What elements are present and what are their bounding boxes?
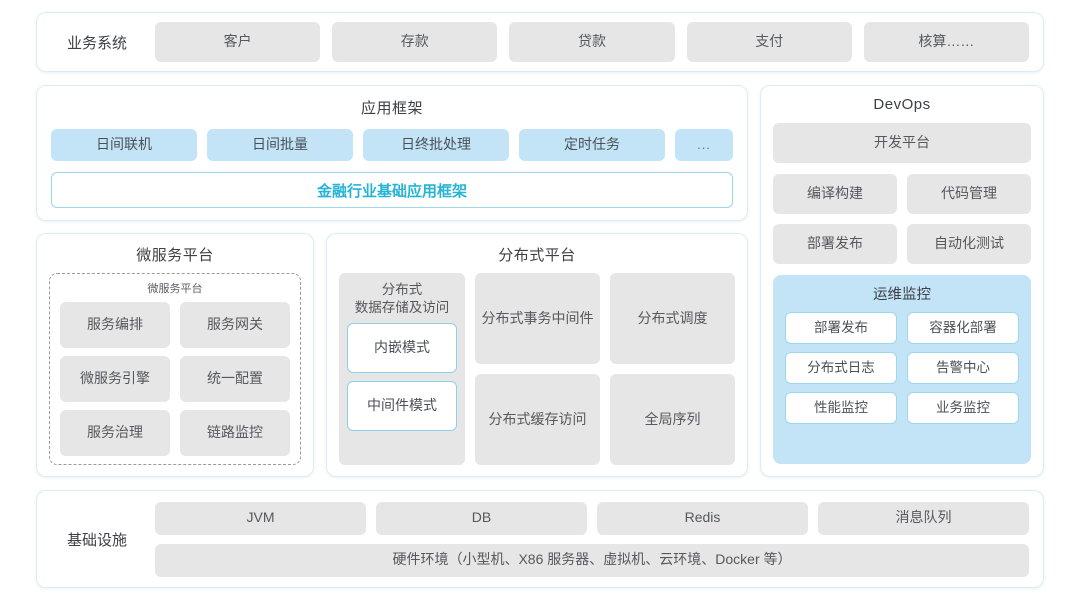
business-systems-row: 业务系统 客户 存款 贷款 支付 核算…… xyxy=(36,12,1044,72)
dist-cell-3-line1: 全局序列 xyxy=(644,410,701,427)
distributed-cell-transaction-middleware[interactable]: 分布式 事务中间件 xyxy=(475,273,600,364)
business-item-deposit[interactable]: 存款 xyxy=(332,22,498,62)
distributed-mode-embedded[interactable]: 内嵌模式 xyxy=(347,323,457,374)
appfw-item-eod-batch[interactable]: 日终批处理 xyxy=(363,129,509,161)
dist-cell-0-line1: 分布式 xyxy=(481,309,524,326)
business-item-loan[interactable]: 贷款 xyxy=(509,22,675,62)
dist-cell-0-line2: 事务中间件 xyxy=(523,309,594,326)
infrastructure-stack: JVM DB Redis 消息队列 硬件环境（小型机、X86 服务器、虚拟机、云… xyxy=(155,501,1029,577)
devops-item-code-management[interactable]: 代码管理 xyxy=(907,174,1031,214)
application-framework-items: 日间联机 日间批量 日终批处理 定时任务 ... xyxy=(51,129,733,161)
distributed-platform-title: 分布式平台 xyxy=(498,247,576,264)
distributed-cell-scheduling[interactable]: 分布式调度 xyxy=(610,273,735,364)
microservice-items-grid: 服务编排 服务网关 微服务引擎 统一配置 服务治理 链路监控 xyxy=(60,302,290,456)
devops-panel: DevOps 开发平台 编译构建 代码管理 部署发布 自动化测试 运维监控 部署… xyxy=(760,85,1044,477)
devops-items-grid: 编译构建 代码管理 部署发布 自动化测试 xyxy=(773,174,1031,264)
micro-item-microservice-engine[interactable]: 微服务引擎 xyxy=(60,356,170,402)
ops-item-distributed-log[interactable]: 分布式日志 xyxy=(785,352,897,384)
infra-item-db[interactable]: DB xyxy=(376,501,587,535)
micro-item-unified-config[interactable]: 统一配置 xyxy=(180,356,290,402)
distributed-storage-title: 分布式 数据存储及访问 xyxy=(347,281,457,316)
distributed-mode-middleware[interactable]: 中间件模式 xyxy=(347,381,457,432)
devops-column: DevOps 开发平台 编译构建 代码管理 部署发布 自动化测试 运维监控 部署… xyxy=(760,85,1044,477)
ops-monitoring-panel: 运维监控 部署发布 容器化部署 分布式日志 告警中心 性能监控 业务监控 xyxy=(773,275,1031,464)
distributed-cell-cache-access[interactable]: 分布式 缓存访问 xyxy=(475,374,600,465)
middle-area: 应用框架 日间联机 日间批量 日终批处理 定时任务 ... 金融行业基础应用框架… xyxy=(36,85,1044,477)
infrastructure-row: 基础设施 JVM DB Redis 消息队列 硬件环境（小型机、X86 服务器、… xyxy=(36,490,1044,588)
dist-cell-2-line2: 缓存访问 xyxy=(530,410,587,427)
ops-item-performance-monitoring[interactable]: 性能监控 xyxy=(785,392,897,424)
ops-monitoring-grid: 部署发布 容器化部署 分布式日志 告警中心 性能监控 业务监控 xyxy=(785,312,1019,424)
infra-item-redis[interactable]: Redis xyxy=(597,501,808,535)
appfw-item-scheduled-task[interactable]: 定时任务 xyxy=(519,129,665,161)
micro-item-service-orchestration[interactable]: 服务编排 xyxy=(60,302,170,348)
distributed-cell-global-sequence[interactable]: 全局序列 xyxy=(610,374,735,465)
devops-item-compile-build[interactable]: 编译构建 xyxy=(773,174,897,214)
distributed-storage-title-line2: 数据存储及访问 xyxy=(354,299,450,315)
infrastructure-hardware-row: 硬件环境（小型机、X86 服务器、虚拟机、云环境、Docker 等） xyxy=(155,543,1029,577)
microservice-platform-title: 微服务平台 xyxy=(136,247,214,264)
dist-cell-2-line1: 分布式 xyxy=(488,410,531,427)
appfw-item-more[interactable]: ... xyxy=(675,129,733,161)
application-framework-panel: 应用框架 日间联机 日间批量 日终批处理 定时任务 ... 金融行业基础应用框架 xyxy=(36,85,748,221)
ops-item-deploy-release[interactable]: 部署发布 xyxy=(785,312,897,344)
appfw-item-daytime-online[interactable]: 日间联机 xyxy=(51,129,197,161)
devops-item-dev-platform[interactable]: 开发平台 xyxy=(773,123,1031,163)
infra-item-message-queue[interactable]: 消息队列 xyxy=(818,501,1029,535)
business-item-accounting[interactable]: 核算…… xyxy=(863,22,1030,62)
distributed-platform-panel: 分布式平台 分布式 数据存储及访问 内嵌模式 中间件模式 xyxy=(326,233,748,477)
distributed-storage-title-line1: 分布式 xyxy=(381,282,423,297)
micro-item-link-monitoring[interactable]: 链路监控 xyxy=(180,410,290,456)
infra-item-hardware-environment[interactable]: 硬件环境（小型机、X86 服务器、虚拟机、云环境、Docker 等） xyxy=(155,543,1029,577)
financial-foundation-framework-bar: 金融行业基础应用框架 xyxy=(51,172,733,208)
business-systems-label: 业务系统 xyxy=(66,34,127,52)
micro-item-service-gateway[interactable]: 服务网关 xyxy=(180,302,290,348)
distributed-body: 分布式 数据存储及访问 内嵌模式 中间件模式 分布式 事务中间件 xyxy=(339,273,735,465)
ops-item-containerized-deploy[interactable]: 容器化部署 xyxy=(907,312,1019,344)
middle-left-column: 应用框架 日间联机 日间批量 日终批处理 定时任务 ... 金融行业基础应用框架… xyxy=(36,85,748,477)
infrastructure-label: 基础设施 xyxy=(66,531,127,549)
devops-item-automated-testing[interactable]: 自动化测试 xyxy=(907,224,1031,264)
dist-cell-1-line1: 分布式调度 xyxy=(637,309,708,326)
devops-title: DevOps xyxy=(873,96,931,113)
platforms-row: 微服务平台 微服务平台 服务编排 服务网关 微服务引擎 统一配置 服务治理 链路… xyxy=(36,233,748,477)
microservice-inner-title: 微服务平台 xyxy=(147,283,203,295)
infrastructure-items: JVM DB Redis 消息队列 xyxy=(155,501,1029,535)
ops-item-business-monitoring[interactable]: 业务监控 xyxy=(907,392,1019,424)
microservice-platform-panel: 微服务平台 微服务平台 服务编排 服务网关 微服务引擎 统一配置 服务治理 链路… xyxy=(36,233,314,477)
application-framework-title: 应用框架 xyxy=(360,100,423,117)
infra-item-jvm[interactable]: JVM xyxy=(155,501,366,535)
business-item-payment[interactable]: 支付 xyxy=(686,22,852,62)
business-item-customer[interactable]: 客户 xyxy=(155,22,321,62)
microservice-inner-box: 微服务平台 服务编排 服务网关 微服务引擎 统一配置 服务治理 链路监控 xyxy=(49,273,301,465)
ops-monitoring-title: 运维监控 xyxy=(873,287,931,303)
ops-item-alert-center[interactable]: 告警中心 xyxy=(907,352,1019,384)
micro-item-service-governance[interactable]: 服务治理 xyxy=(60,410,170,456)
distributed-storage-group: 分布式 数据存储及访问 内嵌模式 中间件模式 xyxy=(339,273,465,465)
appfw-item-daytime-batch[interactable]: 日间批量 xyxy=(207,129,353,161)
distributed-cells-grid: 分布式 事务中间件 分布式调度 分布式 缓存访问 全局序列 xyxy=(475,273,735,465)
devops-item-deploy-release[interactable]: 部署发布 xyxy=(773,224,897,264)
